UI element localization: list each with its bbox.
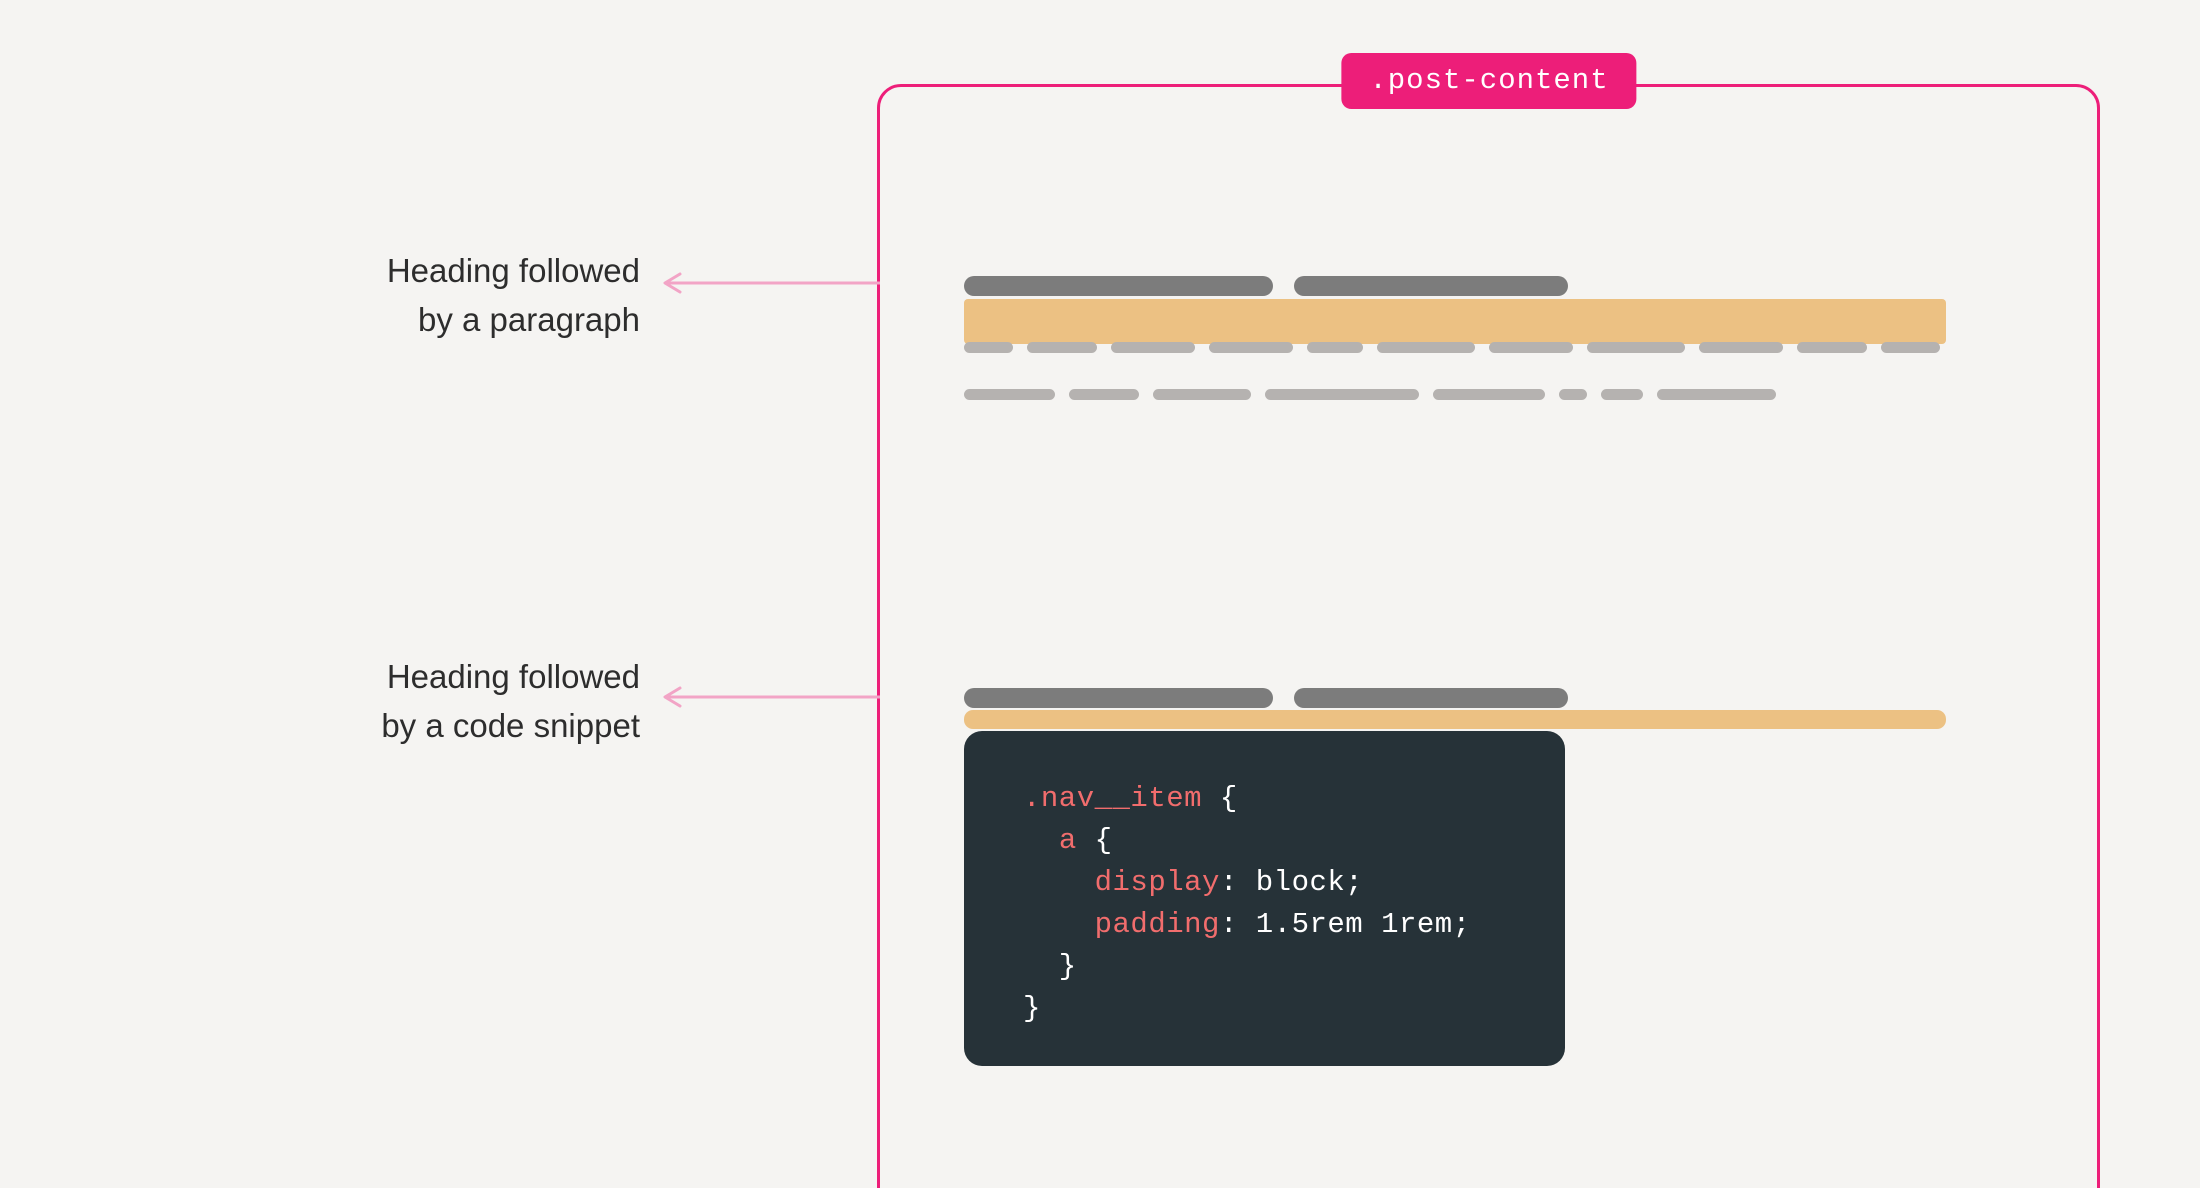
heading-skeleton-bar [1294,688,1568,708]
code-token: .nav__item [1023,782,1203,815]
text-skeleton-bar [1433,389,1545,400]
paragraph-skeleton-row [964,342,1940,353]
code-line: a { [1023,820,1565,862]
text-skeleton-bar [1489,342,1573,353]
annotation-line: Heading followed [386,252,640,289]
code-line: .nav__item { [1023,778,1565,820]
text-skeleton-bar [1209,342,1293,353]
code-token: { [1076,824,1113,857]
left-arrow-icon [663,686,880,708]
code-token: } [1023,950,1077,983]
text-skeleton-bar [1587,342,1685,353]
text-skeleton-bar [1111,342,1195,353]
text-skeleton-bar [964,342,1013,353]
code-token: display [1094,866,1220,899]
code-token: } [1023,992,1041,1025]
code-token [1023,824,1059,857]
annotation-line: by a code snippet [381,707,640,744]
text-skeleton-bar [1559,389,1587,400]
code-line: } [1023,946,1565,988]
annotation-heading-paragraph: Heading followed by a paragraph [200,246,640,344]
heading-skeleton-bar [1294,276,1568,296]
code-highlight-bar [964,710,1946,729]
annotation-line: by a paragraph [418,301,640,338]
code-token: : 1.5rem 1rem; [1219,908,1471,941]
left-arrow-icon [663,272,880,294]
text-skeleton-bar [1265,389,1419,400]
code-token: { [1202,782,1238,815]
heading-skeleton-row [964,276,1568,296]
paragraph-skeleton-row [964,389,1776,400]
heading-skeleton-row [964,688,1568,708]
code-snippet-block: .nav__item { a { display: block; padding… [964,731,1565,1066]
text-skeleton-bar [1881,342,1940,353]
code-token: : block; [1219,866,1364,899]
text-skeleton-bar [1699,342,1783,353]
code-line: display: block; [1023,862,1565,904]
heading-skeleton-bar [964,688,1273,708]
text-skeleton-bar [1153,389,1251,400]
code-line: padding: 1.5rem 1rem; [1023,904,1565,946]
paragraph-highlight-bar [964,299,1946,344]
text-skeleton-bar [1069,389,1139,400]
text-skeleton-bar [1377,342,1475,353]
code-line: } [1023,988,1565,1030]
text-skeleton-bar [1797,342,1867,353]
text-skeleton-bar [1657,389,1776,400]
text-skeleton-bar [1601,389,1643,400]
post-content-badge: .post-content [1341,53,1637,109]
text-skeleton-bar [1027,342,1097,353]
annotation-line: Heading followed [386,658,640,695]
heading-skeleton-bar [964,276,1273,296]
text-skeleton-bar [964,389,1055,400]
annotation-heading-code: Heading followed by a code snippet [200,652,640,750]
code-token: padding [1094,908,1220,941]
text-skeleton-bar [1307,342,1363,353]
code-token [1023,866,1095,899]
code-token: a [1058,824,1077,857]
code-token [1023,908,1095,941]
